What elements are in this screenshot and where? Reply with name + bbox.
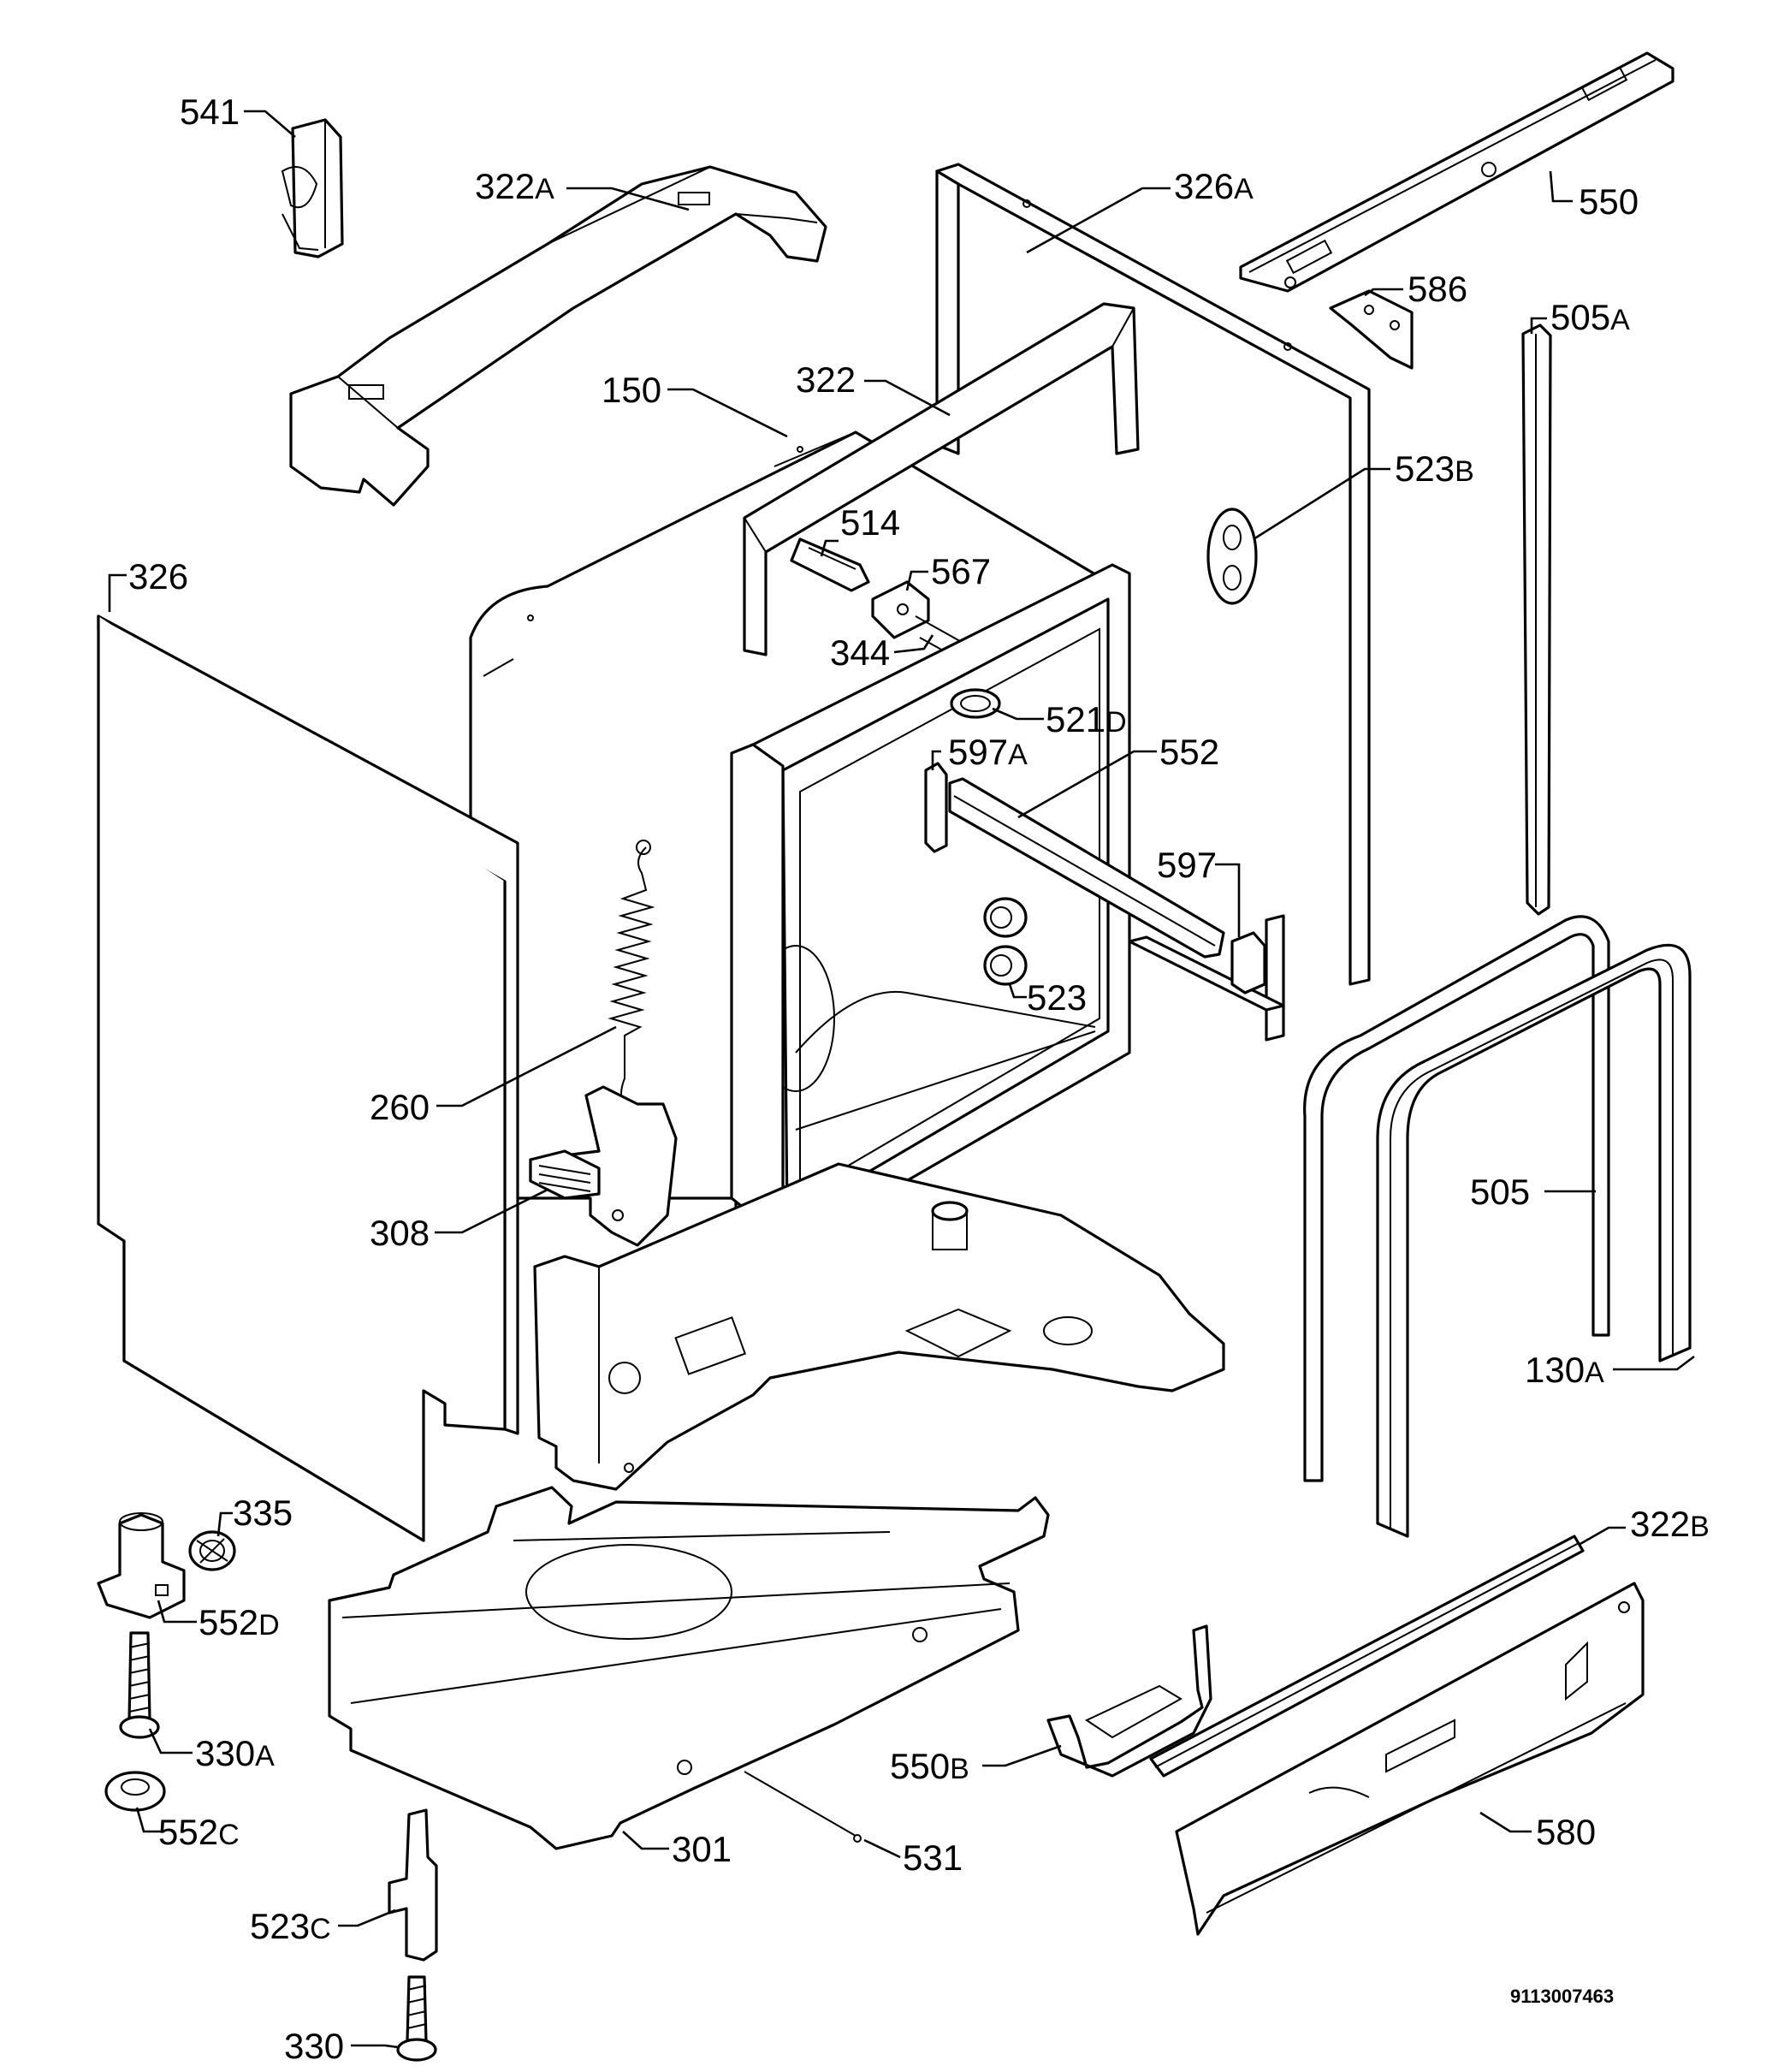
part-523c-bracket [388, 1808, 438, 1962]
callout-326: 326 [128, 556, 188, 597]
part-567-clip [871, 580, 930, 639]
part-580-plinth [1175, 1582, 1645, 1936]
callout-597a: 597A [948, 732, 1028, 772]
callout-580: 580 [1536, 1812, 1596, 1852]
callout-550: 550 [1579, 181, 1639, 222]
part-541-clip [281, 118, 344, 258]
callout-523b: 523B [1395, 448, 1474, 489]
part-301-drip-tray [328, 1486, 1050, 1850]
callout-130a: 130A [1525, 1350, 1604, 1390]
part-base-structure [533, 1162, 1225, 1491]
part-308-hinge [529, 1085, 678, 1247]
callout-514: 514 [840, 502, 900, 543]
callout-330: 330 [284, 2026, 344, 2066]
part-523-nozzles [983, 897, 1028, 986]
part-260-spring [608, 840, 655, 1113]
part-505-gasket [1303, 915, 1610, 1482]
callout-552d: 552D [199, 1602, 280, 1642]
part-586-bracket [1329, 289, 1414, 370]
part-322b-rail [1149, 1535, 1585, 1778]
callout-505: 505 [1470, 1172, 1530, 1212]
callout-260: 260 [370, 1087, 430, 1127]
callout-344: 344 [830, 632, 890, 673]
part-322a-top-rail [289, 165, 827, 507]
part-597a-clip [924, 762, 948, 853]
callout-531: 531 [903, 1837, 963, 1878]
part-326-left-panel [97, 614, 519, 1542]
part-523b-grommet [1206, 508, 1258, 605]
part-521d-plug [950, 688, 1001, 719]
part-330-screw [396, 1975, 437, 2062]
callout-335: 335 [233, 1493, 293, 1533]
part-514-pin [790, 537, 870, 592]
callout-301: 301 [672, 1829, 732, 1869]
part-550b-bracket [1046, 1624, 1212, 1778]
callout-330a: 330A [195, 1733, 275, 1773]
callout-586: 586 [1408, 269, 1467, 309]
callout-326a: 326A [1174, 166, 1254, 206]
callout-567: 567 [931, 551, 991, 591]
leader-lines [108, 110, 1695, 2049]
callout-150: 150 [602, 370, 661, 410]
part-531-wire [744, 1771, 862, 1843]
callout-552c: 552C [158, 1812, 240, 1852]
callout-labels: 541 322A 326A 550 586 505A 150 322 523B … [128, 92, 1710, 2066]
callout-541: 541 [180, 92, 240, 132]
part-335-gear [188, 1530, 236, 1571]
callout-308: 308 [370, 1213, 430, 1253]
callout-322a: 322A [475, 166, 554, 206]
callout-521d: 521D [1046, 699, 1127, 739]
part-552-rail [948, 777, 1225, 959]
callout-597: 597 [1157, 845, 1217, 885]
part-552d-motor [97, 1512, 186, 1619]
part-552c-washer [104, 1771, 166, 1812]
drawing-number: 9113007463 [1510, 1986, 1614, 2007]
callout-322b: 322B [1630, 1504, 1710, 1544]
part-597-clip [1230, 931, 1266, 994]
callout-550b: 550B [890, 1746, 969, 1786]
part-505a-strip [1521, 324, 1552, 916]
callout-523c: 523C [250, 1906, 331, 1946]
part-330a-screw [119, 1631, 160, 1739]
part-322-frame [743, 302, 1140, 656]
callout-552: 552 [1159, 732, 1219, 772]
part-130a-gasket [1376, 943, 1692, 1538]
part-550-strip [1239, 51, 1674, 293]
callout-505a: 505A [1550, 297, 1630, 337]
callout-322: 322 [796, 359, 856, 400]
callout-523: 523 [1027, 977, 1087, 1018]
part-door-inner-frame [730, 563, 1131, 1251]
